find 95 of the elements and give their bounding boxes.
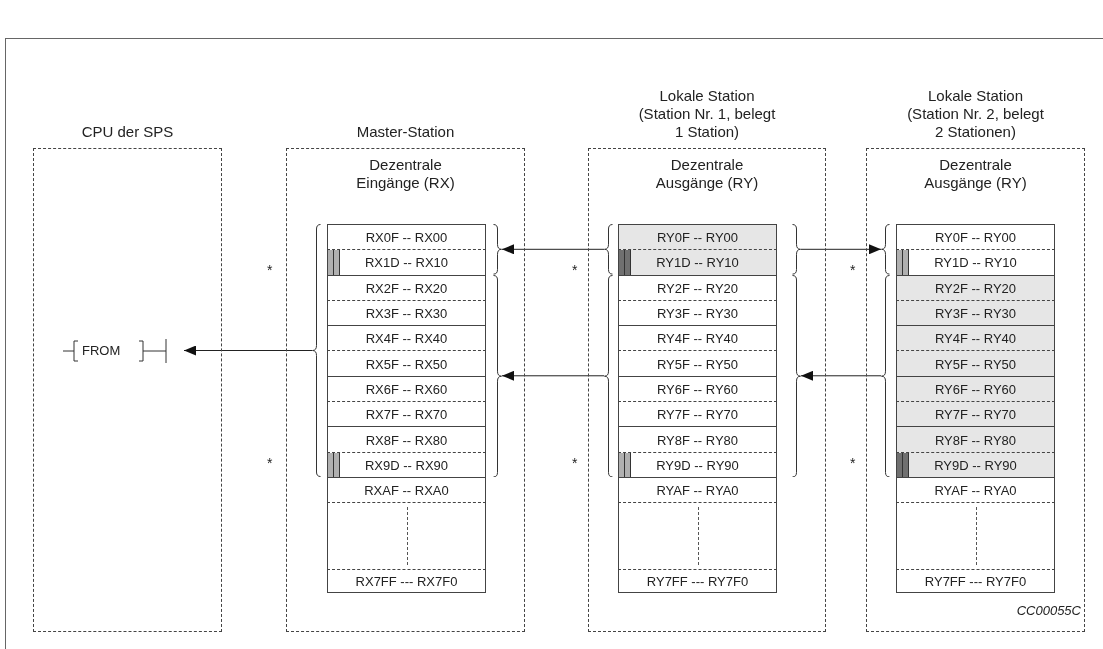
register-row xyxy=(896,224,1055,250)
register-row xyxy=(896,401,1055,427)
register-row xyxy=(618,325,777,351)
station-title: Lokale Station (Station Nr. 1, belegt 1 Station) xyxy=(637,87,777,141)
register-row xyxy=(618,350,777,376)
register-row xyxy=(896,249,1055,275)
register-range: RY1D -- RY10 xyxy=(656,254,739,270)
instruction-name: FROM xyxy=(82,343,121,358)
register-range: RY1D -- RY10 xyxy=(934,254,1017,270)
section-heading: Dezentrale Ausgänge (RY) xyxy=(923,156,1028,192)
footnote-mark: * xyxy=(267,455,273,471)
footnote-mark: * xyxy=(267,262,273,278)
register-range: RY0F -- RY00 xyxy=(934,229,1017,245)
address-gap-row xyxy=(896,502,1055,570)
register-row xyxy=(327,569,486,594)
register-range: RY5F -- RY50 xyxy=(934,356,1017,372)
register-row xyxy=(896,325,1055,351)
register-row xyxy=(327,375,486,402)
register-range: RX7F -- RX70 xyxy=(365,406,448,422)
station-title: Lokale Station (Station Nr. 2, belegt 2 Stationen) xyxy=(906,87,1045,141)
register-row xyxy=(327,325,486,351)
register-range: RX0F -- RX00 xyxy=(365,229,448,245)
footnote-mark: * xyxy=(572,455,578,471)
register-range: RX3F -- RX30 xyxy=(365,305,448,321)
register-range: RY9D -- RY90 xyxy=(934,457,1017,473)
register-row xyxy=(618,451,777,477)
register-row xyxy=(618,274,777,300)
register-row xyxy=(327,451,486,477)
register-row xyxy=(327,350,486,376)
register-row xyxy=(618,375,777,402)
register-row xyxy=(618,249,777,275)
register-range: RX9D -- RX90 xyxy=(364,457,449,473)
register-row xyxy=(618,569,777,594)
register-row xyxy=(618,299,777,326)
register-row xyxy=(327,477,486,503)
register-range: RY3F -- RY30 xyxy=(656,305,739,321)
register-range: RX4F -- RX40 xyxy=(365,330,448,346)
section-heading: Dezentrale Eingänge (RX) xyxy=(355,156,456,192)
register-row xyxy=(327,299,486,326)
register-row xyxy=(896,569,1055,594)
register-range: RY8F -- RY80 xyxy=(656,432,739,448)
register-range: RXAF -- RXA0 xyxy=(364,482,449,498)
register-range: RY7FF --- RY7F0 xyxy=(924,573,1027,589)
address-gap-row xyxy=(327,502,486,570)
register-range: RY5F -- RY50 xyxy=(656,356,739,372)
register-range: RYAF -- RYA0 xyxy=(934,482,1017,498)
register-range: RY2F -- RY20 xyxy=(656,280,739,296)
register-range: RX8F -- RX80 xyxy=(365,432,448,448)
section-heading: Dezentrale Ausgänge (RY) xyxy=(654,156,760,192)
register-range: RY9D -- RY90 xyxy=(656,457,739,473)
register-row xyxy=(618,401,777,427)
register-row xyxy=(327,426,486,452)
register-range: RY6F -- RY60 xyxy=(656,381,739,397)
register-range: RY4F -- RY40 xyxy=(656,330,739,346)
address-gap-row xyxy=(618,502,777,570)
register-range: RYAF -- RYA0 xyxy=(656,482,739,498)
register-row xyxy=(327,274,486,300)
footnote-mark: * xyxy=(850,262,856,278)
register-row xyxy=(327,249,486,275)
register-range: RY7FF --- RY7F0 xyxy=(646,573,749,589)
register-range: RY0F -- RY00 xyxy=(656,229,739,245)
register-range: RX5F -- RX50 xyxy=(365,356,448,372)
register-row xyxy=(896,350,1055,376)
register-range: RX2F -- RX20 xyxy=(365,280,448,296)
register-range: RY7F -- RY70 xyxy=(934,406,1017,422)
register-row xyxy=(896,451,1055,477)
register-row xyxy=(327,401,486,427)
register-row xyxy=(896,375,1055,402)
station-title: Master-Station xyxy=(355,123,456,141)
footnote-mark: * xyxy=(850,455,856,471)
register-range: RY4F -- RY40 xyxy=(934,330,1017,346)
register-range: RY6F -- RY60 xyxy=(934,381,1017,397)
register-row xyxy=(896,274,1055,300)
register-range: RY2F -- RY20 xyxy=(934,280,1017,296)
register-row xyxy=(618,224,777,250)
register-row xyxy=(618,477,777,503)
drawing-number: CC00055C xyxy=(1016,603,1081,618)
register-row xyxy=(896,426,1055,452)
register-row xyxy=(896,299,1055,326)
register-range: RY3F -- RY30 xyxy=(934,305,1017,321)
footnote-mark: * xyxy=(572,262,578,278)
register-row xyxy=(618,426,777,452)
register-range: RX7FF --- RX7F0 xyxy=(355,573,458,589)
register-range: RX1D -- RX10 xyxy=(364,254,449,270)
register-range: RY8F -- RY80 xyxy=(934,432,1017,448)
register-range: RX6F -- RX60 xyxy=(365,381,448,397)
register-row xyxy=(327,224,486,250)
arrow xyxy=(800,244,882,255)
arrow xyxy=(501,244,605,255)
station-title: CPU der SPS xyxy=(80,123,175,141)
register-row xyxy=(896,477,1055,503)
arrow xyxy=(800,370,882,381)
register-range: RY7F -- RY70 xyxy=(656,406,739,422)
arrow xyxy=(501,370,605,381)
arrow xyxy=(183,345,313,356)
